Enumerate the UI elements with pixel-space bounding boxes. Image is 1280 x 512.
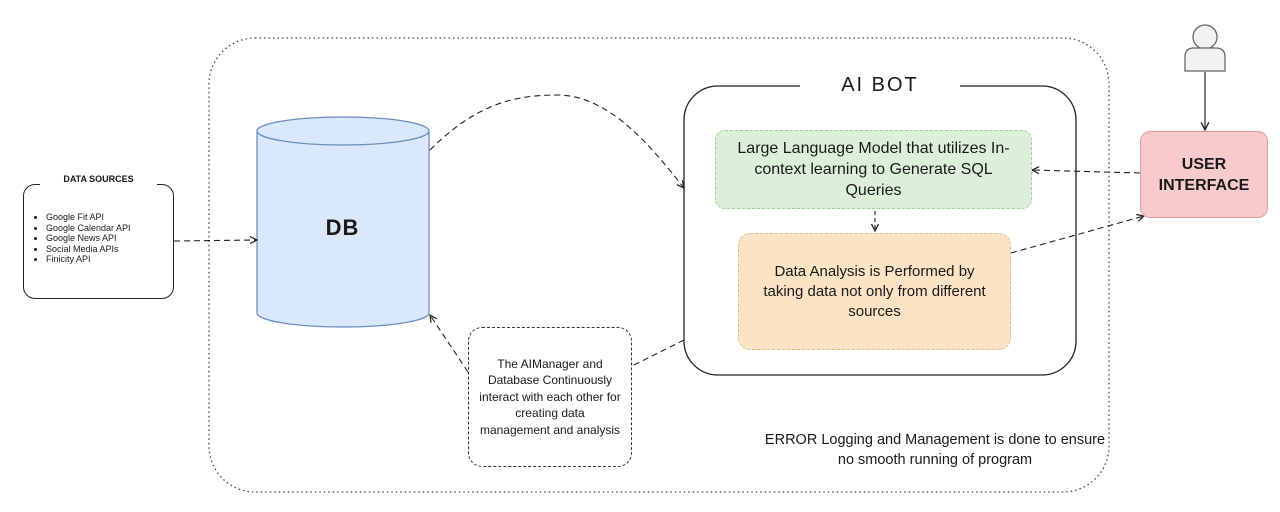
data-source-item: Google Fit API <box>46 212 172 223</box>
data-sources-list: Google Fit API Google Calendar API Googl… <box>32 212 172 265</box>
error-logging-note: ERROR Logging and Management is done to … <box>764 432 1106 468</box>
arrow-sources-to-db <box>173 240 257 241</box>
data-source-item: Social Media APIs <box>46 244 172 255</box>
arrow-db-to-ai-bot <box>429 94 684 188</box>
data-sources-title: DATA SOURCES <box>40 173 157 201</box>
db-cylinder <box>256 116 430 328</box>
ai-bot-title: AI BOT <box>800 70 960 100</box>
user-icon <box>1184 24 1226 72</box>
data-source-item: Google News API <box>46 233 172 244</box>
data-source-item: Finicity API <box>46 254 172 265</box>
db-label: DB <box>325 215 360 240</box>
arrow-analysis-to-ui <box>1010 216 1144 254</box>
arrow-ui-to-llm <box>1032 170 1141 173</box>
arrow-note-to-db <box>430 315 469 373</box>
data-analysis-box: Data Analysis is Performed by taking dat… <box>738 233 1011 350</box>
ai-manager-note: The AIManager and Database Continuously … <box>468 327 632 467</box>
data-source-item: Google Calendar API <box>46 223 172 234</box>
llm-box: Large Language Model that utilizes In-co… <box>715 130 1032 209</box>
user-interface-box: USER INTERFACE <box>1140 131 1268 218</box>
arrow-ai-bot-to-note <box>631 339 685 367</box>
